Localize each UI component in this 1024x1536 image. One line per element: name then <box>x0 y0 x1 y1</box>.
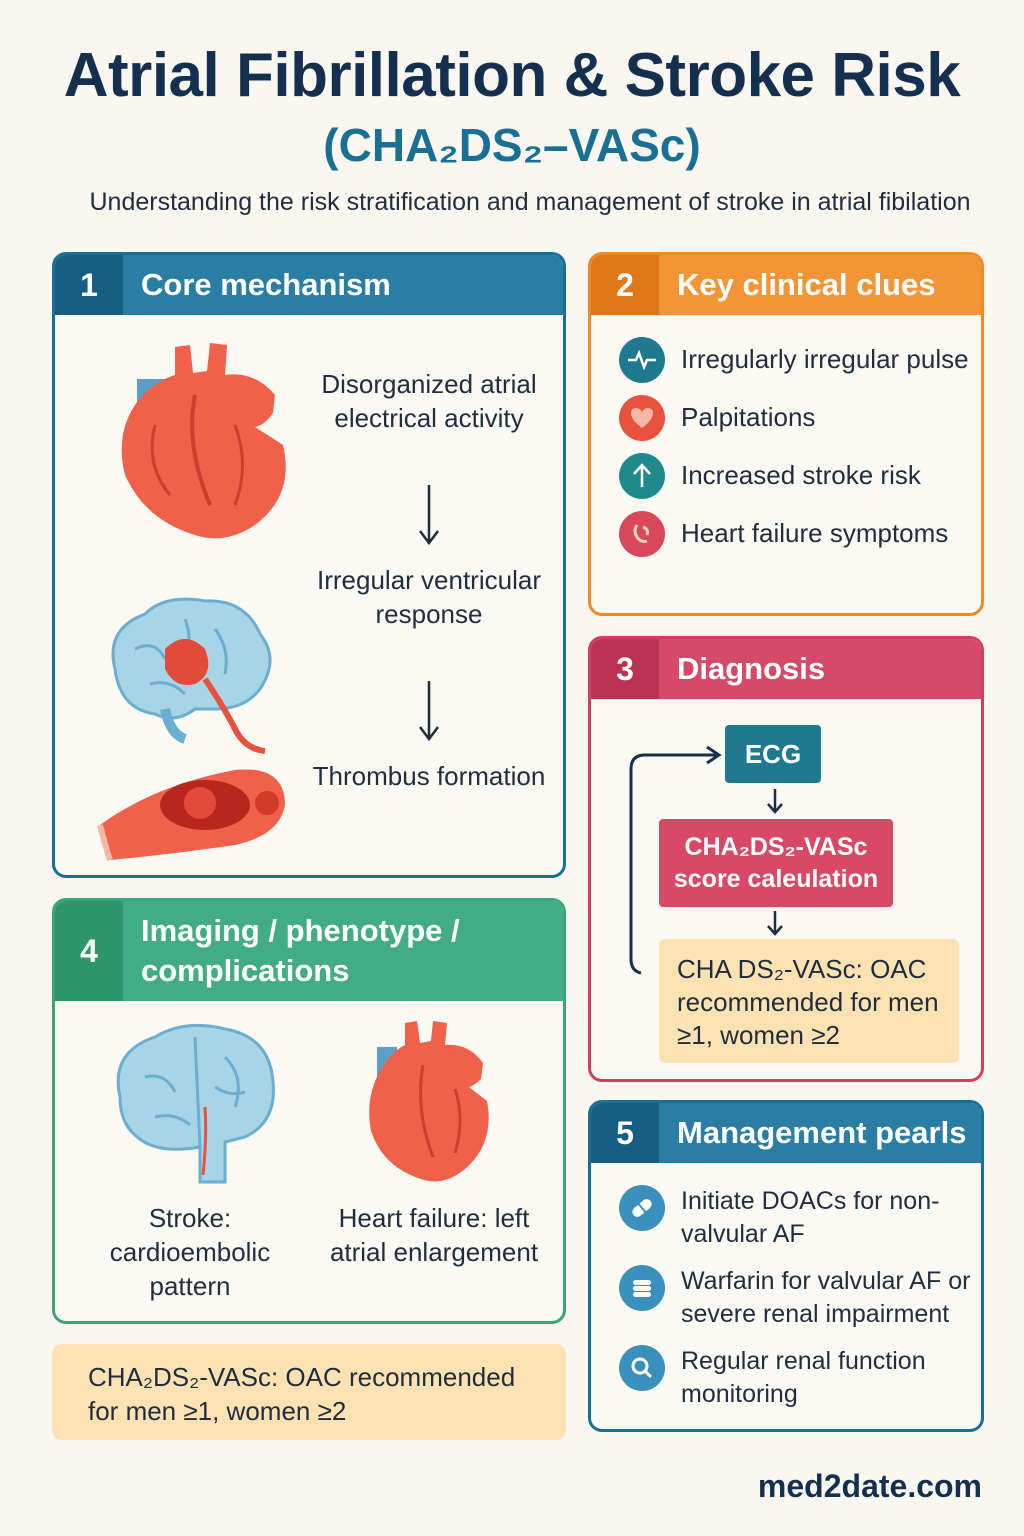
management-card: 5 Management pearls Initiate DOACs for n… <box>588 1100 984 1432</box>
section-number: 4 <box>55 901 123 1001</box>
pearl-list: Initiate DOACs for non-valvular AF Warfa… <box>619 1185 979 1425</box>
clue-label: Palpitations <box>681 402 816 432</box>
list-item: Regular renal function monitoring <box>619 1345 979 1411</box>
page-subtitle-formula: (CHA₂DS₂–VASc) <box>323 119 701 171</box>
imaging-card: 4 Imaging / phenotype / complications St… <box>52 898 566 1324</box>
heart-icon <box>619 395 665 441</box>
footer-site-name: med2date.com <box>757 1468 982 1504</box>
score-calculation-step: CHA₂DS₂-VASc score caleulation <box>659 819 893 907</box>
heart-icon <box>121 343 286 539</box>
list-item: Heart failure symptoms <box>619 511 979 557</box>
arrow-down-icon <box>419 485 439 546</box>
section-number: 2 <box>591 255 659 315</box>
mechanism-step-2: Irregular ventricular response <box>317 565 541 629</box>
pearl-label: Warfarin for valvular AF or severe renal… <box>681 1267 971 1328</box>
management-header: 5 Management pearls <box>591 1103 981 1163</box>
brain-icon <box>111 597 272 754</box>
page-tagline: Understanding the risk stratification an… <box>89 188 971 216</box>
imaging-header: 4 Imaging / phenotype / complications <box>55 901 563 1001</box>
blood-vessel-clot-icon <box>97 769 285 861</box>
clinical-clues-card: 2 Key clinical clues Irregularly irregul… <box>588 252 984 616</box>
section-title: Imaging / phenotype / complications <box>141 913 460 988</box>
section-title: Core mechanism <box>141 267 391 302</box>
feedback-loop-arrow <box>629 745 722 975</box>
heart-failure-caption: Heart failure: left atrial enlargement <box>329 1203 539 1267</box>
arrow-down-icon <box>419 681 439 742</box>
tablet-icon <box>619 1265 665 1311</box>
list-item: Increased stroke risk <box>619 453 979 499</box>
arrow-down-icon <box>767 911 783 936</box>
core-mechanism-card: 1 Core mechanism Disorganized atrial ele… <box>52 252 566 878</box>
pearl-label: Regular renal function monitoring <box>681 1347 926 1408</box>
up-arrow-icon <box>619 453 665 499</box>
pulse-wave-icon <box>619 337 665 383</box>
pearl-label: Initiate DOACs for non-valvular AF <box>681 1187 940 1248</box>
brain-icon <box>116 1023 275 1184</box>
core-mechanism-header: 1 Core mechanism <box>55 255 563 315</box>
clue-label: Heart failure symptoms <box>681 518 949 548</box>
section-number: 3 <box>591 639 659 699</box>
mechanism-step-1: Disorganized atrial electrical activity <box>321 369 537 433</box>
page-title: Atrial Fibrillation & Stroke Risk <box>63 41 961 110</box>
mechanism-step-3: Thrombus formation <box>312 761 546 791</box>
pill-icon <box>619 1185 665 1231</box>
stroke-caption: Stroke: cardioembolic pattern <box>109 1203 271 1301</box>
clue-label: Increased stroke risk <box>681 460 921 490</box>
list-item: Palpitations <box>619 395 979 441</box>
clue-label: Irregularly irregular pulse <box>681 344 969 374</box>
clinical-clues-header: 2 Key clinical clues <box>591 255 981 315</box>
heart-failure-icon <box>619 511 665 557</box>
magnifier-icon <box>619 1345 665 1391</box>
list-item: Initiate DOACs for non-valvular AF <box>619 1185 979 1251</box>
section-number: 1 <box>55 255 123 315</box>
list-item: Warfarin for valvular AF or severe renal… <box>619 1265 979 1331</box>
ecg-step: ECG <box>725 725 821 783</box>
heart-icon <box>369 1021 489 1182</box>
section-title: Management pearls <box>677 1115 967 1150</box>
section-title: Key clinical clues <box>677 267 936 302</box>
arrow-down-icon <box>767 789 783 814</box>
list-item: Irregularly irregular pulse <box>619 337 979 383</box>
clue-list: Irregularly irregular pulse Palpitations… <box>619 337 979 575</box>
oac-recommendation-note: CHA₂DS₂-VASc: OAC recommended for men ≥1… <box>52 1344 566 1440</box>
section-title: Diagnosis <box>677 651 826 686</box>
section-number: 5 <box>591 1103 659 1163</box>
oac-recommendation: CHA DS₂-VASc: OAC recommended for men ≥1… <box>659 939 959 1063</box>
diagnosis-header: 3 Diagnosis <box>591 639 981 699</box>
diagnosis-card: 3 Diagnosis ECG CHA₂DS₂-VASc score caleu… <box>588 636 984 1082</box>
